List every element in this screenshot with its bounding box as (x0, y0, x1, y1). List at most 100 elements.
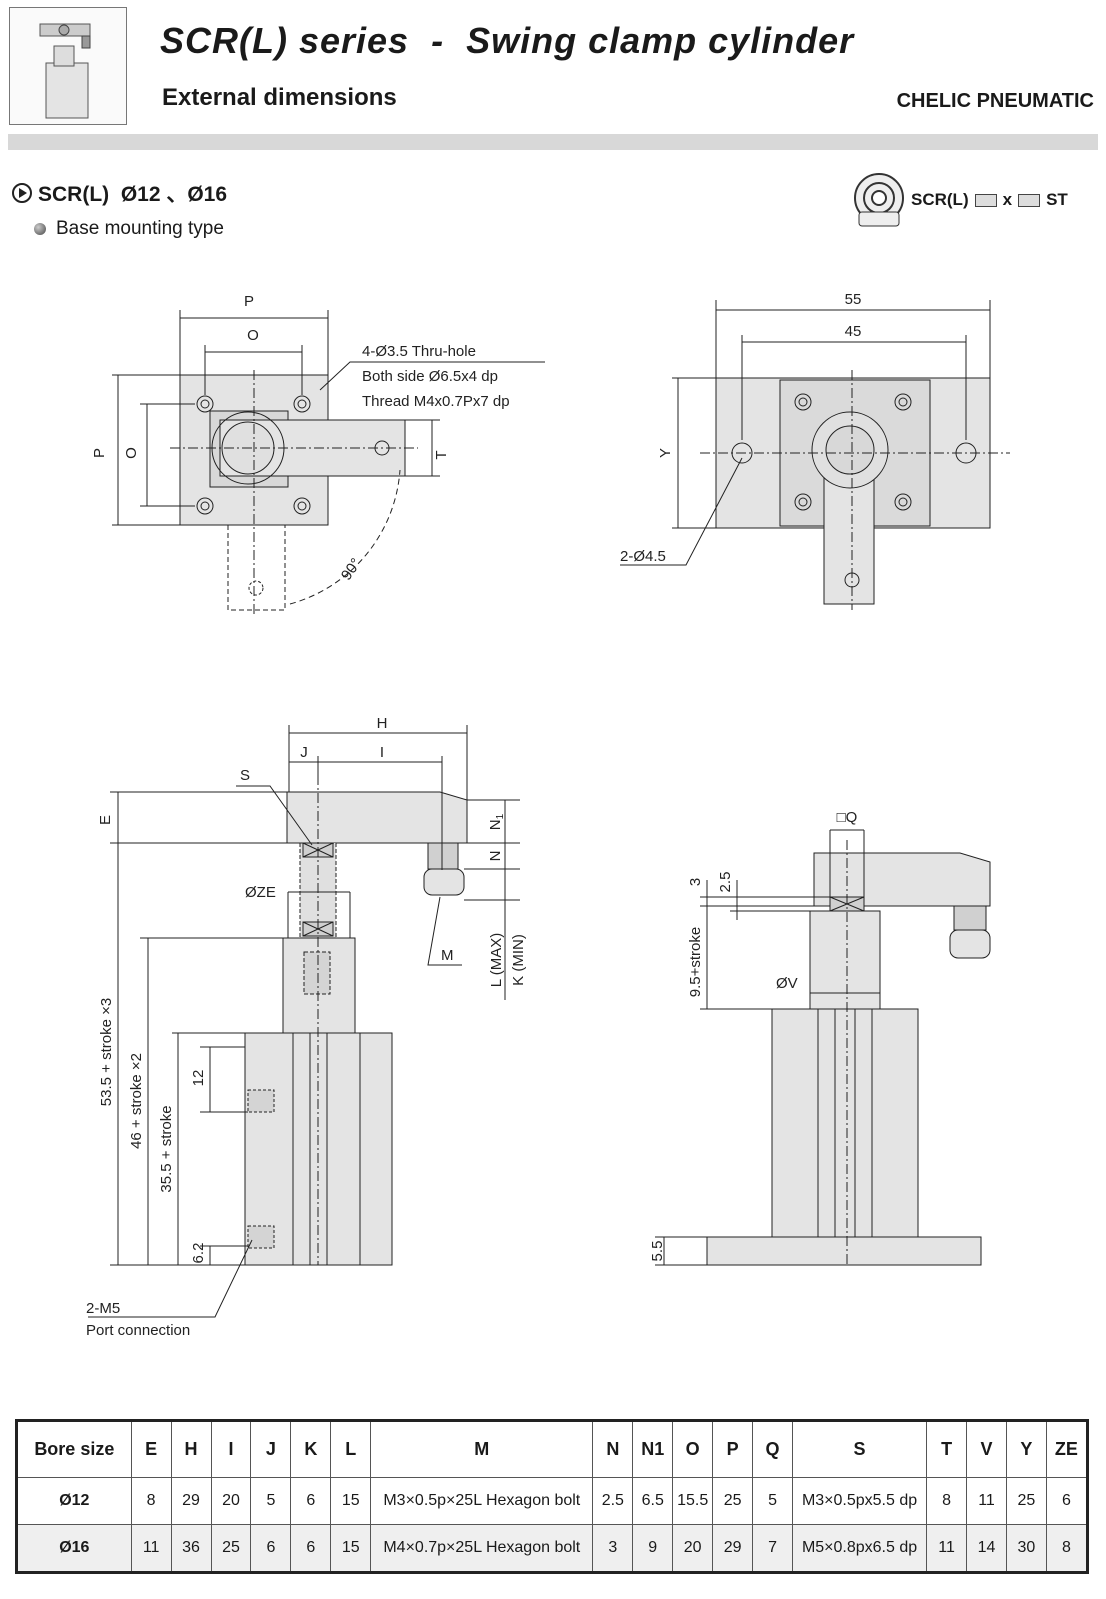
page-subtitle: External dimensions (162, 84, 397, 111)
col-n: N (592, 1420, 634, 1478)
dim-h: H (377, 715, 388, 732)
cell: M4×0.7p×25L Hexagon bolt (370, 1524, 594, 1573)
cell: 15.5 (672, 1477, 714, 1525)
cell: M3×0.5px5.5 dp (791, 1477, 928, 1525)
col-p: P (712, 1420, 754, 1478)
dim-2-5: 2.5 (717, 872, 734, 893)
cell: 15 (330, 1477, 372, 1525)
dim-e: E (97, 815, 114, 825)
side-view-drawing (88, 725, 520, 1318)
order-stroke-box (1018, 193, 1041, 207)
bottom-view-drawing (620, 300, 1010, 610)
section-bullet-icon (12, 183, 32, 203)
dim-j: J (300, 744, 308, 761)
dimension-table: Bore size E H I J K L M N N1 O P Q S T V… (15, 1419, 1089, 1574)
front-view-drawing (655, 829, 991, 1266)
dim-46: 46 + stroke ×2 (128, 1053, 145, 1149)
cell: 20 (210, 1477, 252, 1525)
cell: 8 (1045, 1524, 1089, 1573)
dim-5-5: 5.5 (649, 1241, 666, 1262)
hole-note-1: 4-Ø3.5 Thru-hole (362, 343, 476, 360)
cell: 5 (250, 1477, 292, 1525)
col-t: T (926, 1420, 968, 1478)
dim-lmax: L (MAX) (488, 933, 505, 987)
cell: M3×0.5p×25L Hexagon bolt (370, 1477, 594, 1525)
cell: 29 (712, 1524, 754, 1573)
order-bore-box (974, 193, 997, 207)
col-s: S (791, 1420, 928, 1478)
dim-45: 45 (845, 323, 862, 340)
dim-ze: ØZE (245, 884, 276, 901)
dim-m: M (441, 947, 454, 964)
cell: 15 (330, 1524, 372, 1573)
left-dim-o: O (123, 447, 140, 459)
cell: 8 (130, 1477, 172, 1525)
col-bore: Bore size (16, 1420, 132, 1478)
col-k: K (290, 1420, 332, 1478)
table-header-row: Bore size E H I J K L M N N1 O P Q S T V… (16, 1420, 1089, 1478)
cell: 6 (290, 1524, 332, 1573)
mounting-heading: Base mounting type (34, 218, 224, 240)
order-sep: x (1002, 190, 1013, 209)
top-dim-o: O (247, 327, 259, 344)
cell: 9 (632, 1524, 674, 1573)
hole-note-2: Both side Ø6.5x4 dp (362, 368, 498, 385)
dim-9-5: 9.5+stroke (687, 927, 704, 997)
cell: 11 (966, 1477, 1007, 1525)
dim-y: Y (657, 448, 674, 458)
col-h: H (170, 1420, 212, 1478)
col-e: E (130, 1420, 172, 1478)
small-hole-note: 2-Ø4.5 (620, 548, 666, 565)
dim-n: N (487, 851, 504, 862)
cell: 2.5 (592, 1477, 634, 1525)
dim-35: 35.5 + stroke (158, 1105, 175, 1192)
col-i: I (210, 1420, 252, 1478)
cell: 20 (672, 1524, 714, 1573)
dim-3: 3 (687, 878, 704, 886)
col-l: L (330, 1420, 372, 1478)
order-prefix: SCR(L) (911, 190, 969, 209)
section-title: SCR(L) Ø12 、Ø16 (38, 183, 228, 206)
top-dim-p: P (244, 293, 254, 310)
cell: 6 (290, 1477, 332, 1525)
order-suffix: ST (1046, 190, 1068, 209)
dim-12: 12 (190, 1070, 207, 1087)
dim-62: 6.2 (190, 1243, 207, 1264)
disc-logo-icon (854, 173, 904, 227)
top-view-drawing (112, 310, 545, 615)
col-j: J (250, 1420, 292, 1478)
dimension-drawings: P O P O T 4-Ø3.5 Thru-hole Both side Ø6.… (86, 291, 1010, 1339)
dim-s: S (240, 767, 250, 784)
bullet-icon (34, 223, 46, 235)
col-n1: N1 (632, 1420, 674, 1478)
cell: 5 (752, 1477, 793, 1525)
col-y: Y (1005, 1420, 1047, 1478)
cell: 25 (1005, 1477, 1047, 1525)
cell: 36 (170, 1524, 212, 1573)
col-o: O (672, 1420, 714, 1478)
dim-i: I (380, 744, 384, 761)
dim-t: T (433, 450, 450, 459)
brand-name: CHELIC PNEUMATIC (896, 90, 1094, 112)
cell: M5×0.8px6.5 dp (791, 1524, 928, 1573)
table-row: Ø12 8 29 20 5 6 15 M3×0.5p×25L Hexagon b… (16, 1477, 1089, 1525)
swing-angle: 90° (338, 555, 365, 583)
cell: 11 (926, 1524, 968, 1573)
cell: 8 (926, 1477, 968, 1525)
cell: 3 (592, 1524, 634, 1573)
cell: Ø12 (16, 1477, 132, 1525)
cell: 29 (170, 1477, 212, 1525)
col-q: Q (752, 1420, 793, 1478)
col-m: M (370, 1420, 594, 1478)
cell: 6.5 (632, 1477, 674, 1525)
header-divider (8, 134, 1098, 150)
cell: 25 (210, 1524, 252, 1573)
cell: 6 (1045, 1477, 1089, 1525)
cell: 25 (712, 1477, 754, 1525)
hole-note-3: Thread M4x0.7Px7 dp (362, 393, 510, 410)
cell: 11 (130, 1524, 172, 1573)
cell: Ø16 (16, 1524, 132, 1573)
cell: 30 (1005, 1524, 1047, 1573)
dim-53: 53.5 + stroke ×3 (98, 998, 115, 1106)
dim-n1: N1 (487, 813, 506, 830)
